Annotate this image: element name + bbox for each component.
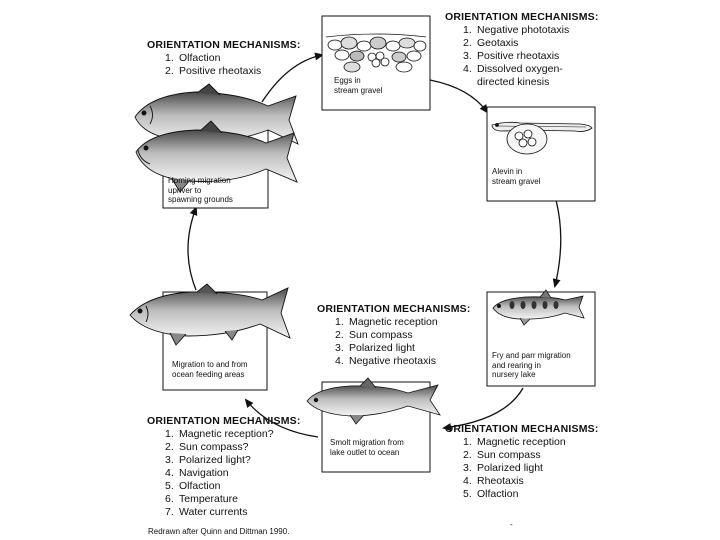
mechanisms-heading: ORIENTATION MECHANISMS: xyxy=(147,39,301,51)
caption-ocean-line: Migration to and from xyxy=(172,360,248,369)
caption-eggs: Eggs in stream gravel xyxy=(334,76,382,95)
caption-eggs-line: stream gravel xyxy=(334,85,383,95)
homing-adults-illustration xyxy=(134,83,299,193)
caption-alevin: Alevin in stream gravel xyxy=(492,167,540,186)
smolt-illustration xyxy=(306,377,441,425)
mechanisms-heading: ORIENTATION MECHANISMS: xyxy=(445,423,599,435)
caption-eggs-line: Eggs in xyxy=(334,76,361,85)
mechanism-item: 3.Polarized light xyxy=(335,342,415,354)
mechanisms-heading: ORIENTATION MECHANISMS: xyxy=(445,11,599,23)
mechanisms-heading: ORIENTATION MECHANISMS: xyxy=(147,415,301,427)
caption-homing-line: upriver to xyxy=(168,185,202,195)
caption-fry-line: Fry and parr migration xyxy=(492,351,571,360)
arrow-smolt-to-ocean xyxy=(244,398,319,438)
ocean-adult-illustration xyxy=(129,283,291,346)
mechanism-item: 6.Temperature xyxy=(165,493,238,505)
mechanism-item: 2.Sun compass xyxy=(335,329,413,341)
mechanism-item: 4.Negative rheotaxis xyxy=(335,355,436,367)
caption-ocean: Migration to and from ocean feeding area… xyxy=(172,360,248,379)
caption-homing: Homing migration upriver to spawning gro… xyxy=(168,176,233,205)
mechanism-item: 5.Olfaction xyxy=(165,480,221,492)
mechanism-item: 3.Polarized light xyxy=(463,462,543,474)
frame-alevin xyxy=(486,106,596,202)
mechanism-item: 1.Magnetic reception xyxy=(463,436,566,448)
caption-fry-line: and rearing in xyxy=(492,360,541,370)
fry-parr-illustration xyxy=(492,289,585,326)
caption-smolt-line: Smolt migration from xyxy=(330,438,404,447)
caption-alevin-line: Alevin in xyxy=(492,167,523,176)
mechanism-item: 7.Water currents xyxy=(165,506,248,518)
alevin-illustration xyxy=(491,121,593,155)
mechanism-item: 1.Negative phototaxis xyxy=(463,24,570,36)
mechanism-item: 1.Magnetic reception? xyxy=(165,428,274,440)
frame-eggs xyxy=(321,15,431,111)
arrow-eggs-to-alevin xyxy=(429,79,489,114)
mechanisms-fry: ORIENTATION MECHANISMS: 1.Magnetic recep… xyxy=(445,423,599,501)
caption-homing-line: Homing migration xyxy=(168,176,231,185)
mechanisms-ocean: ORIENTATION MECHANISMS: 1.Magnetic recep… xyxy=(147,415,301,519)
mechanism-item: 1.Magnetic reception xyxy=(335,316,438,328)
arrow-alevin-to-fry xyxy=(552,199,562,288)
credit-line: Redrawn after Quinn and Dittman 1990. xyxy=(148,527,290,536)
stray-mark: - xyxy=(510,520,513,529)
arrow-ocean-to-homing xyxy=(187,206,198,291)
mechanism-item: 4.Navigation xyxy=(165,467,229,479)
caption-smolt-line: lake outlet to ocean xyxy=(330,447,400,457)
mechanisms-smolt: ORIENTATION MECHANISMS: 1.Magnetic recep… xyxy=(317,303,471,368)
caption-ocean-line: ocean feeding areas xyxy=(172,369,245,379)
caption-fry: Fry and parr migration and rearing in nu… xyxy=(492,351,571,380)
mechanism-item: 4.Dissolved oxygen-directed kinesis xyxy=(463,63,563,88)
mechanism-item: 4.Rheotaxis xyxy=(463,475,524,487)
caption-fry-line: nursery lake xyxy=(492,370,536,379)
cycle-arrows xyxy=(187,52,562,438)
mechanism-item: 2.Sun compass xyxy=(463,449,541,461)
mechanism-item: 3.Positive rheotaxis xyxy=(463,50,560,62)
mechanisms-heading: ORIENTATION MECHANISMS: xyxy=(317,303,471,315)
mechanisms-eggs-alevin: ORIENTATION MECHANISMS: 1.Negative photo… xyxy=(445,11,599,89)
mechanism-item: 3.Polarized light? xyxy=(165,454,251,466)
caption-alevin-line: stream gravel xyxy=(492,176,541,186)
mechanism-item: 2.Geotaxis xyxy=(463,37,519,49)
mechanism-item: 5.Olfaction xyxy=(463,488,519,500)
caption-homing-line: spawning grounds xyxy=(168,195,233,204)
mechanisms-homing: ORIENTATION MECHANISMS: 1.Olfaction 2.Po… xyxy=(147,39,301,78)
mechanism-item: 2.Sun compass? xyxy=(165,441,249,453)
arrow-fry-to-smolt xyxy=(442,387,524,432)
arrow-homing-to-eggs xyxy=(261,52,324,103)
mechanism-item: 1.Olfaction xyxy=(165,52,221,64)
eggs-gravel-illustration xyxy=(325,33,427,73)
caption-smolt: Smolt migration from lake outlet to ocea… xyxy=(330,438,404,457)
mechanism-item: 2.Positive rheotaxis xyxy=(165,65,262,77)
